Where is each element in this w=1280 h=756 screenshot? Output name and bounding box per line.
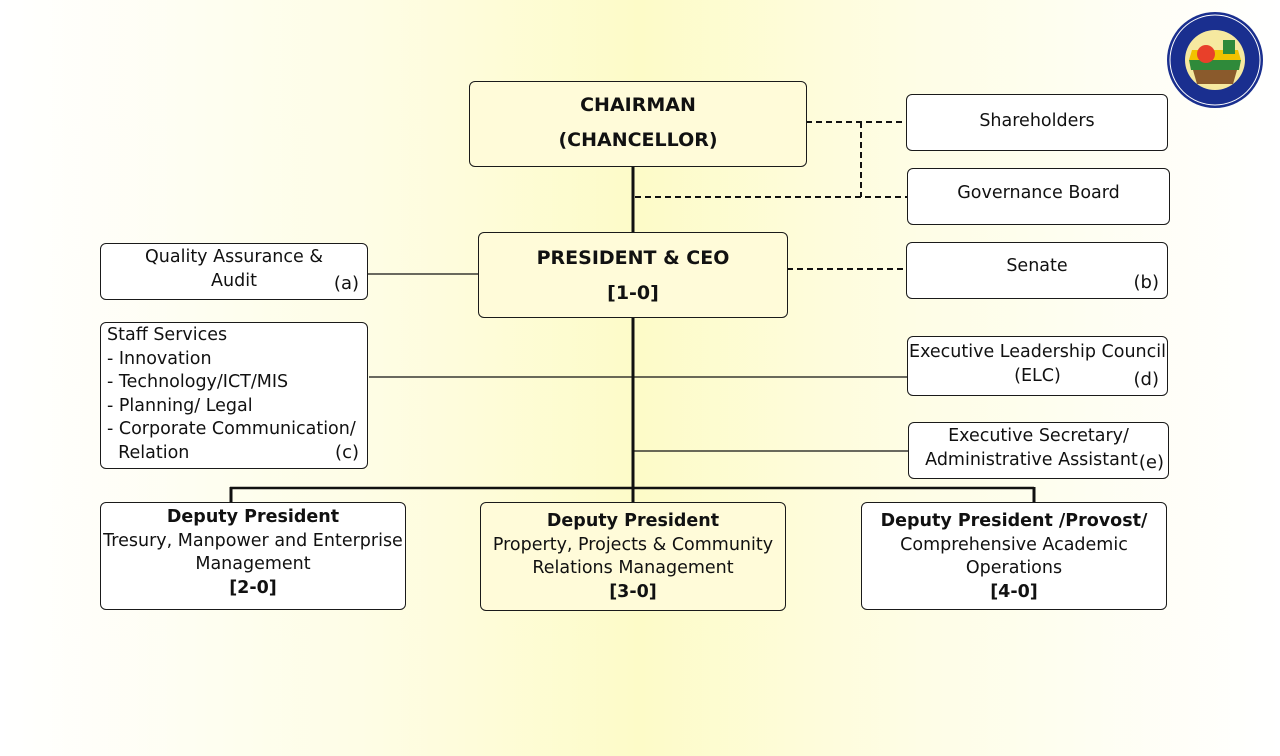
elc-box: Executive Leadership Council (ELC) (d) xyxy=(907,336,1168,396)
deputy-line2: Management xyxy=(195,554,311,574)
staff-services-box: Staff Services - Innovation - Technology… xyxy=(100,322,368,469)
chairman-title: CHAIRMAN xyxy=(580,94,696,116)
staff-services-item: - Planning/ Legal xyxy=(107,395,253,416)
senate-label: Senate xyxy=(1006,256,1068,276)
executive-secretary-line2: Administrative Assistant xyxy=(925,449,1138,470)
deputy-line2: Operations xyxy=(965,558,1063,578)
deputy-president-provost-box: Deputy President /Provost/ Comprehensive… xyxy=(861,502,1167,610)
executive-secretary-box: Executive Secretary/ Administrative Assi… xyxy=(908,422,1169,479)
quality-assurance-line1: Quality Assurance & xyxy=(145,247,323,267)
chairman-box: CHAIRMAN (CHANCELLOR) xyxy=(469,81,807,167)
deputy-title: Deputy President xyxy=(546,511,720,531)
deputy-title: Deputy President xyxy=(166,507,340,527)
staff-services-item: - Corporate Communication/ xyxy=(107,419,356,439)
quality-assurance-box: Quality Assurance & Audit (a) xyxy=(100,243,368,300)
deputy-line1: Comprehensive Academic xyxy=(900,534,1128,555)
deputy-line2: Relations Management xyxy=(532,558,734,578)
deputy-president-property-box: Deputy President Property, Projects & Co… xyxy=(480,502,786,611)
governance-board-box: Governance Board xyxy=(907,168,1170,225)
deputy-line1: Tresury, Manpower and Enterprise xyxy=(103,530,403,551)
staff-services-item: - Technology/ICT/MIS xyxy=(107,372,289,392)
executive-secretary-tag: (e) xyxy=(1138,451,1164,473)
staff-services-item: - Innovation xyxy=(107,348,212,369)
shareholders-box: Shareholders xyxy=(906,94,1168,151)
elc-line1: Executive Leadership Council xyxy=(909,342,1166,362)
staff-services-item: Relation xyxy=(107,442,190,463)
chairman-subtitle: (CHANCELLOR) xyxy=(558,129,718,151)
governance-board-label: Governance Board xyxy=(957,183,1120,203)
deputy-code: [3-0] xyxy=(609,581,657,602)
deputy-code: [2-0] xyxy=(229,577,277,598)
university-logo xyxy=(1165,10,1265,110)
senate-box: Senate (b) xyxy=(906,242,1168,299)
elc-tag: (d) xyxy=(1133,368,1159,390)
president-code: [1-0] xyxy=(607,282,659,304)
elc-line2: (ELC) xyxy=(1014,365,1061,386)
quality-assurance-line2: Audit xyxy=(211,270,257,291)
executive-secretary-line1: Executive Secretary/ xyxy=(948,426,1129,446)
shareholders-label: Shareholders xyxy=(979,111,1095,131)
staff-services-title: Staff Services xyxy=(107,325,228,345)
deputy-line1: Property, Projects & Community xyxy=(492,534,774,555)
deputy-title: Deputy President /Provost/ xyxy=(880,511,1148,531)
staff-services-list: - Innovation - Technology/ICT/MIS - Plan… xyxy=(107,348,367,466)
senate-tag: (b) xyxy=(1133,271,1159,293)
president-title: PRESIDENT & CEO xyxy=(536,247,730,269)
staff-services-tag: (c) xyxy=(335,441,359,463)
quality-assurance-tag: (a) xyxy=(333,272,359,294)
deputy-code: [4-0] xyxy=(990,581,1038,602)
president-box: PRESIDENT & CEO [1-0] xyxy=(478,232,788,318)
deputy-president-treasury-box: Deputy President Tresury, Manpower and E… xyxy=(100,502,406,610)
